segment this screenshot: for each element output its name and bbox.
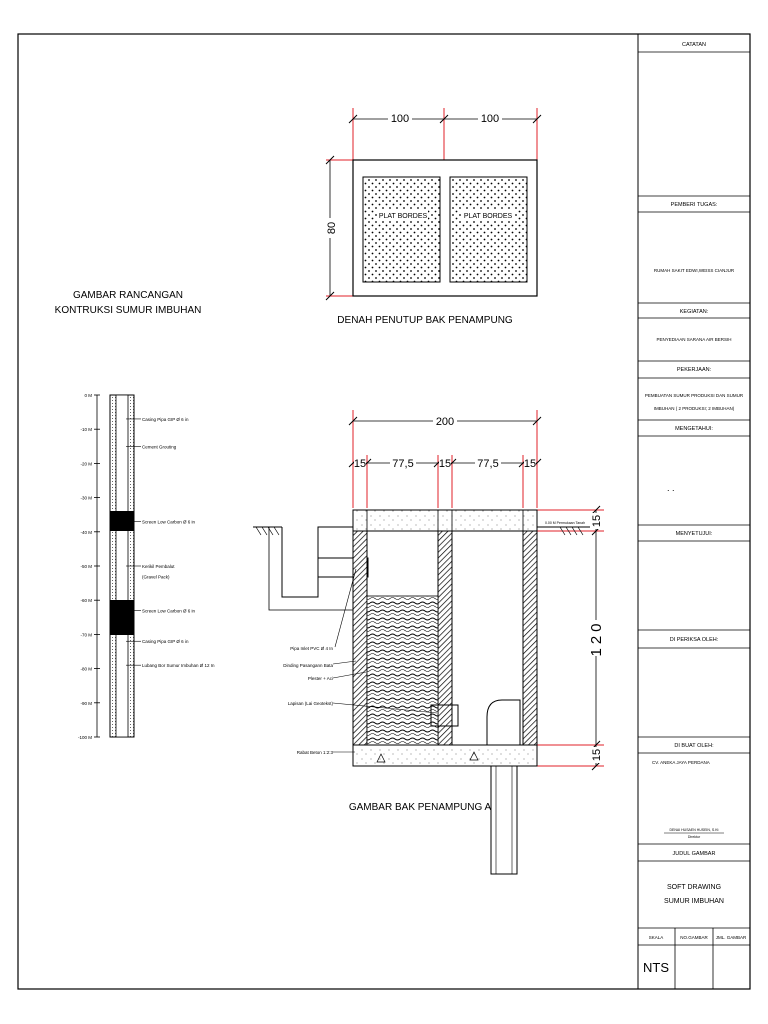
outlet-pipe [490,765,518,875]
judul-gambar-label: JUDUL GAMBAR [673,851,716,857]
kegiatan-value: PENYEDIAAN SARANA AIR BERSIH [656,337,731,342]
signer-name: DENAI HUSAEN HUSEIN, S.Kt [669,828,718,832]
outlet-elbow [486,699,521,746]
plan-dim-right: 100 [481,113,499,125]
pemberi-tugas-label: PEMBERI TUGAS: [671,202,718,208]
label-plaster: Plester + Aci [308,676,333,681]
well-annotation-label: Lubang Bor Sumur Imbuhan Ø 12 In [142,663,215,668]
no-gambar-label: NO.GAMBAR [680,935,708,940]
slab-right-label: PLAT BORDES [464,213,513,220]
label-geotext: Lapisan (Lai Geotekst) [288,701,334,706]
section-dim-total: 200 [436,416,454,428]
plan-dim-height: 80 [326,222,338,234]
diperiksa-label: DI PERIKSA OLEH: [670,637,719,643]
depth-label: 0 M [84,393,92,398]
pekerjaan-value-line2: IMBUHAN ( 2 PRODUKSI; 2 IMBUHAN) [654,406,735,411]
pemberi-tugas-value: RUMAH SAKIT EDWI,WEISS CIANJUR [654,268,735,273]
well-screen-lower [110,600,134,635]
wall-right [522,530,538,746]
depth-label: -50 M [80,564,92,569]
section-dim-side-3: 15 [591,749,603,761]
section-dim-part-3: 15 [439,458,451,470]
well-screen-upper [110,511,134,531]
section-dim-part-2: 77,5 [392,458,413,470]
label-wall: Dinding Pasangann Bata [283,663,333,668]
mengetahui-dots: . . [667,483,675,493]
kegiatan-label: KEGIATAN: [680,309,709,315]
well-annotation-label: (Gravel Pack) [142,574,170,579]
slab-left [362,176,441,283]
slab-left-label: PLAT BORDES [379,213,428,220]
section-dim-part-1: 15 [354,458,366,470]
judul-line1: SOFT DRAWING [667,884,721,891]
depth-label: -90 M [80,701,92,706]
wall-middle [437,530,453,746]
depth-label: -30 M [80,496,92,501]
rancangan-title-line1: GAMBAR RANCANGAN [73,290,183,301]
depth-label: -100 M [78,735,92,740]
well-diagram: 0 M -10 M -20 M -30 M -40 M -50 M -60 M -70 M -8… [78,393,215,740]
well-annotation-label: Kerikil Pembalut [142,564,175,569]
inlet-pipe [317,557,369,578]
mengetahui-label: MENGETAHUI: [675,426,713,432]
well-annotation-label: Casing Pipa GIP Ø 6 in [142,417,189,422]
wall-left [352,530,368,746]
pekerjaan-value-line1: PEMBUATAN SUMUR PRODUKSI DAN SUMUR [645,393,744,398]
jml-gambar-label: JML. GAMBAR [716,935,747,940]
geotextile-pipe [430,704,459,727]
tank-section: 200 15 77,5 15 77,5 15 15 120 15 [253,410,605,875]
judul-line2: SUMUR IMBUHAN [664,898,724,905]
section-dim-part-5: 15 [524,458,536,470]
pekerjaan-label: PEKERJAAN: [677,367,712,373]
depth-label: -60 M [80,598,92,603]
title-block: CATATAN PEMBERI TUGAS: RUMAH SAKIT EDWI,… [637,33,751,990]
depth-label: -70 M [80,632,92,637]
depth-label: -20 M [80,461,92,466]
label-base: Rabat Beton 1:2:3 [297,750,334,755]
denah-title: DENAH PENUTUP BAK PENAMPUNG [337,315,513,326]
well-annotation-label: Casing Pipa GIP Ø 6 in [142,639,189,644]
label-inlet: Pipa Inlet PVC Ø 4 In [290,646,333,651]
menyetujui-label: MENYETUJUI: [676,531,713,537]
bak-title: GAMBAR BAK PENAMPUNG AIR [349,802,501,813]
depth-label: -80 M [80,667,92,672]
section-dim-part-4: 77,5 [477,458,498,470]
dibuat-label: DI BUAT OLEH: [674,743,714,749]
well-annotation-label: Screen Low Carbon Ø 6 in [142,608,196,613]
skala-value: NTS [643,960,669,975]
rancangan-title-line2: KONTRUKSI SUMUR IMBUHAN [55,305,202,316]
base-slab [352,744,538,767]
skala-label: SKALA [649,935,664,940]
plan-view: 100 100 80 PLAT BORDES PLAT BORDES [324,108,542,301]
well-annotation-label: Cement Grouting [142,444,177,449]
section-dim-side-2: 120 [588,619,605,656]
dibuat-value: CV. ANEKA JAYA PERDANA [652,760,710,765]
well-annotation-label: Screen Low Carbon Ø 6 in [142,520,196,525]
depth-label: -10 M [80,427,92,432]
slab-right [449,176,528,283]
water-body [366,595,439,746]
signer-role: Direktur [688,835,701,839]
ground-level-label: 0.00 M Permukaan Tanah [545,521,585,525]
section-dim-side-1: 15 [591,515,603,527]
catatan-label: CATATAN [682,42,706,48]
depth-label: -40 M [80,530,92,535]
plan-dim-left: 100 [391,113,409,125]
